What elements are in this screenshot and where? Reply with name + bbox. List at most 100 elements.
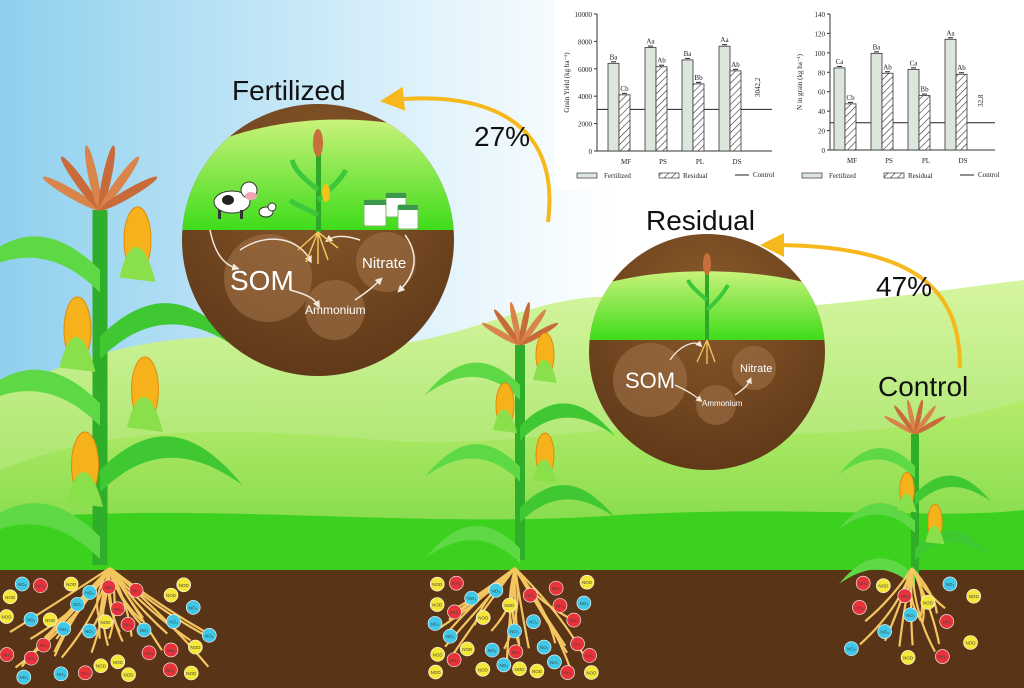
ammonium-label-residual: Ammonium <box>702 399 743 408</box>
nod-nodule-label: NOD <box>1 615 12 620</box>
no3-nodule-circle <box>488 583 504 598</box>
no3-nodule-circle <box>82 623 97 639</box>
residual-bar <box>618 94 631 152</box>
y-tick-label: 60 <box>818 89 826 97</box>
no3-nodule-circle <box>942 576 958 592</box>
nh4-nodule-label: NH₄ <box>450 658 458 663</box>
no3-nodule: NO₃ <box>576 595 592 611</box>
nh4-nodule-label: NH₄ <box>570 618 578 623</box>
nh4-nodule-circle <box>23 650 39 666</box>
husk <box>119 246 156 282</box>
leaf <box>520 485 615 523</box>
nod-nodule-label: NOD <box>66 582 77 587</box>
nod-nodule-circle <box>429 576 445 592</box>
nod-nodule-label: NOD <box>462 647 473 652</box>
legend-fertilized: Fertilized <box>829 172 856 180</box>
nh4-nodule: NH₄ <box>523 587 538 603</box>
residual-bar <box>844 103 857 151</box>
nod-nodule-circle <box>920 595 936 610</box>
nh4-nodule-circle <box>36 637 51 653</box>
no3-nodule-label: NO₃ <box>140 628 149 633</box>
significance-letter: Cb <box>620 85 629 93</box>
nh4-nodule-label: NH₄ <box>166 668 174 673</box>
significance-letter: Bb <box>920 86 929 94</box>
no3-nodule-circle <box>526 614 541 629</box>
no3-nodule: NO₃ <box>136 622 152 638</box>
root <box>53 567 111 657</box>
nod-nodule-label: NOD <box>190 645 201 650</box>
no3-nodule: NO₃ <box>427 616 443 631</box>
nh4-nodule-label: NH₄ <box>452 581 460 586</box>
nh4-nodule-label: NH₄ <box>27 656 35 661</box>
nod-nodule-label: NOD <box>432 603 443 608</box>
root <box>898 567 914 647</box>
fertilized-plant <box>0 145 243 565</box>
nitrate-label: Nitrate <box>362 255 406 272</box>
y-tick-label: 2000 <box>578 121 593 129</box>
significance-letter: Aa <box>946 29 955 37</box>
root <box>911 567 924 617</box>
nh4-nodule: NH₄ <box>566 612 582 628</box>
nh4-nodule-label: NH₄ <box>132 588 140 593</box>
fertilized-bar <box>833 67 846 151</box>
nod-nodule-label: NOD <box>166 593 177 598</box>
nh4-nodule-circle <box>77 665 93 681</box>
nh4-nodule-label: NH₄ <box>81 671 89 676</box>
husk <box>897 493 917 513</box>
nh4-nodule-circle <box>548 580 564 596</box>
no3-nodule: NO₃ <box>464 590 479 606</box>
nh4-nodule-circle <box>582 648 597 663</box>
no3-nodule: NO₃ <box>14 576 30 592</box>
nh4-nodule: NH₄ <box>447 604 462 620</box>
tassel-spike <box>99 156 140 211</box>
no3-nodule-label: NO₃ <box>85 590 94 595</box>
nod-nodule: NOD <box>529 663 545 679</box>
nh4-nodule: NH₄ <box>101 579 117 595</box>
husk <box>925 525 945 545</box>
nod-nodule: NOD <box>966 588 982 604</box>
nod-nodule-label: NOD <box>903 655 914 660</box>
nod-nodule-circle <box>963 635 978 650</box>
nod-nodule-circle <box>512 661 527 677</box>
no3-nodule: NO₃ <box>166 614 181 629</box>
significance-letter: Cb <box>846 94 855 102</box>
nod-nodule-circle <box>42 612 58 628</box>
nh4-nodule-circle <box>447 604 462 620</box>
nod-nodule-circle <box>98 614 113 630</box>
nh4-nodule-label: NH₄ <box>36 584 44 589</box>
nh4-nodule-label: NH₄ <box>859 581 867 586</box>
nod-nodule-circle <box>876 578 891 594</box>
root <box>109 567 163 651</box>
tassel-spike <box>914 405 936 435</box>
nh4-nodule-label: NH₄ <box>938 655 946 660</box>
leaf <box>100 436 243 493</box>
nod-nodule-circle <box>121 667 136 682</box>
significance-letter: Aa <box>646 38 655 46</box>
nh4-nodule-circle <box>33 578 48 593</box>
no3-nodule-circle <box>56 621 72 637</box>
no3-nodule: NO₃ <box>488 583 504 598</box>
no3-nodule-label: NO₃ <box>431 621 440 626</box>
root <box>109 567 210 668</box>
significance-letter: Bb <box>694 74 703 82</box>
tassel-spike <box>481 322 521 346</box>
significance-letter: Ba <box>873 43 882 51</box>
tassel-spike <box>914 399 924 435</box>
residual-bar <box>655 66 668 152</box>
no3-nodule: NO₃ <box>903 607 918 623</box>
nod-nodule-label: NOD <box>179 583 190 588</box>
nod-nodule-circle <box>163 587 179 603</box>
no3-nodule-label: NO₃ <box>59 627 68 632</box>
nod-nodule: NOD <box>176 577 192 593</box>
nod-nodule: NOD <box>163 587 179 603</box>
nh4-nodule-circle <box>852 600 867 615</box>
nh4-nodule: NH₄ <box>939 614 954 629</box>
no3-nodule: NO₃ <box>82 623 97 639</box>
nh4-nodule: NH₄ <box>0 647 15 662</box>
nod-nodule-circle <box>475 610 491 625</box>
tassel-spike <box>519 322 559 346</box>
x-tick-label: MF <box>847 157 857 165</box>
nod-nodule-circle <box>529 663 545 679</box>
no3-nodule-label: NO₃ <box>73 602 82 607</box>
